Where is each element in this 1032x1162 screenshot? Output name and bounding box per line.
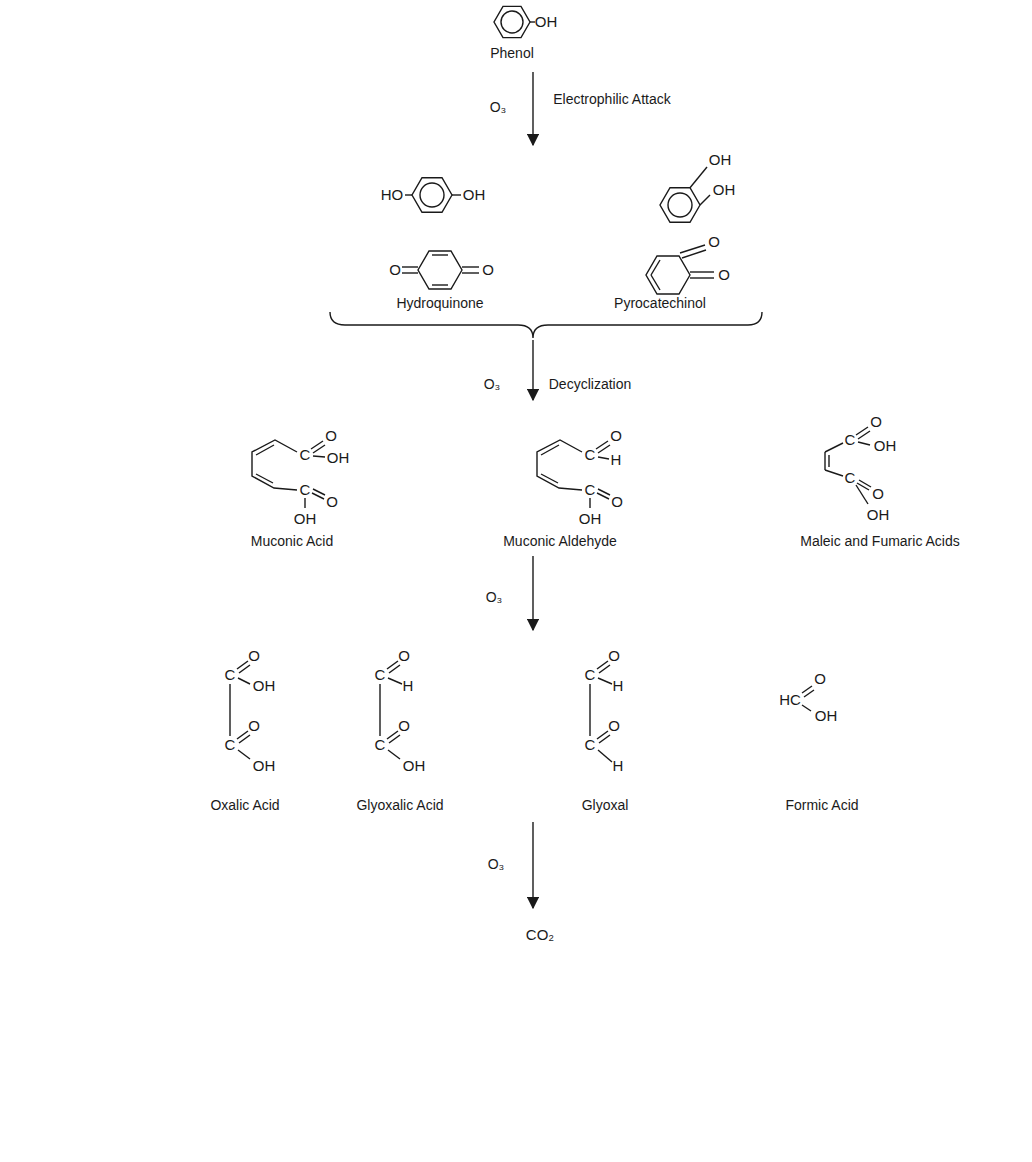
compound-label: Muconic Aldehyde (503, 534, 617, 549)
atom-label: H (611, 452, 622, 469)
compound-label: Electrophilic Attack (553, 92, 671, 107)
atom-label: O (398, 718, 410, 735)
atom-label: C (585, 447, 596, 464)
atom-label: OH (463, 187, 486, 204)
atom-label: C (585, 482, 596, 499)
atom-label: O (398, 648, 410, 665)
atom-label: O (610, 428, 622, 445)
atom-label: OH (579, 511, 602, 528)
atom-label: C (845, 432, 856, 449)
atom-label: O (870, 414, 882, 431)
atom-label: C (225, 667, 236, 684)
compound-label: O₃ (484, 377, 501, 392)
atom-label: OH (713, 182, 736, 199)
atom-label: C (375, 737, 386, 754)
compound-label: O₃ (488, 857, 505, 872)
atom-label: OH (253, 678, 276, 695)
atom-label: OH (815, 708, 838, 725)
atom-label: O (708, 234, 720, 251)
compound-label: Oxalic Acid (210, 798, 279, 813)
atom-label: OH (327, 450, 350, 467)
compound-label: Formic Acid (785, 798, 858, 813)
atom-label: O (718, 267, 730, 284)
atom-label: O (389, 262, 401, 279)
atom-label: OH (709, 152, 732, 169)
atom-label: O (482, 262, 494, 279)
atom-label: C (300, 482, 311, 499)
atom-label: H (613, 678, 624, 695)
atom-label: OH (867, 507, 890, 524)
compound-label: Hydroquinone (396, 296, 483, 311)
atom-label: OH (253, 758, 276, 775)
atom-label: C (300, 447, 311, 464)
atom-label: C (225, 737, 236, 754)
atom-label: H (403, 678, 414, 695)
compound-label: Glyoxal (582, 798, 629, 813)
atom-label: OH (403, 758, 426, 775)
atom-label: O (248, 648, 260, 665)
atom-label: C (375, 667, 386, 684)
atom-label: OH (535, 14, 558, 31)
compound-label: O₃ (490, 100, 507, 115)
atom-label: O (608, 718, 620, 735)
compound-label: Maleic and Fumaric Acids (800, 534, 960, 549)
atom-label: O (814, 671, 826, 688)
atom-label: HO (381, 187, 404, 204)
compound-label: Pyrocatechinol (614, 296, 706, 311)
atom-label: C (845, 470, 856, 487)
atom-label: C (585, 667, 596, 684)
atom-label: HC (779, 692, 801, 709)
atom-label: O (325, 428, 337, 445)
atom-label: O (611, 494, 623, 511)
compound-label: Glyoxalic Acid (356, 798, 443, 813)
compound-label: Decyclization (549, 377, 631, 392)
compound-label: Phenol (490, 46, 534, 61)
atom-label: O (248, 718, 260, 735)
atom-label: CO₂ (526, 927, 554, 944)
compound-label: Muconic Acid (251, 534, 333, 549)
atom-label: C (585, 737, 596, 754)
atom-label: OH (294, 511, 317, 528)
atom-label: O (326, 494, 338, 511)
atom-label: O (872, 486, 884, 503)
atom-label: H (613, 758, 624, 775)
atom-label: OH (874, 438, 897, 455)
compound-label: O₃ (486, 590, 503, 605)
atom-label: O (608, 648, 620, 665)
